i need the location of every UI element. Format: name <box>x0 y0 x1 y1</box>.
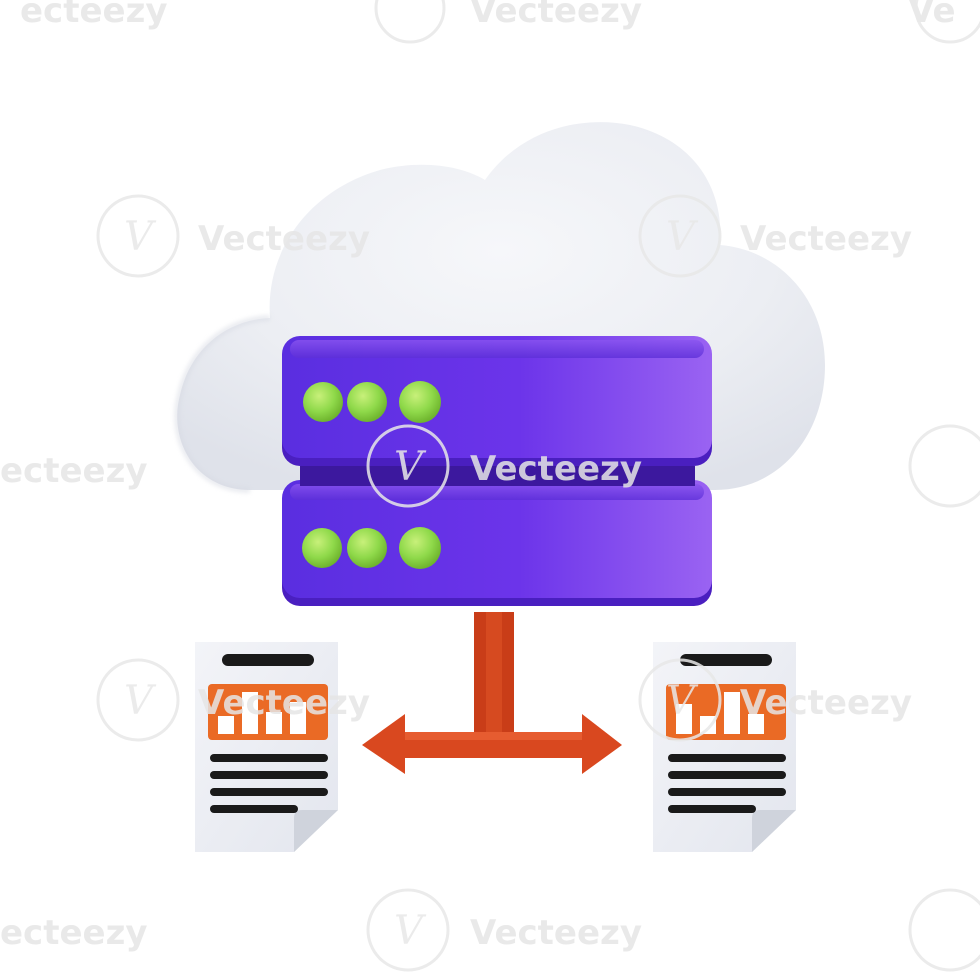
watermark-logo-icon <box>914 0 980 44</box>
watermark-glyph: V <box>394 444 427 490</box>
watermark-glyph: V <box>394 908 427 954</box>
status-light <box>399 381 441 423</box>
server-unit-top <box>282 336 712 466</box>
watermark-logo-icon <box>366 424 450 508</box>
watermark-text: ecteezy <box>20 0 168 31</box>
watermark-text: Vecteezy <box>198 219 370 259</box>
watermark-text: Vecteezy <box>740 683 912 723</box>
status-light <box>399 527 441 569</box>
watermark-text: ecteezy <box>0 913 148 953</box>
watermark-glyph: V <box>666 678 699 724</box>
watermark-glyph: V <box>124 214 157 260</box>
watermark-text: Ve <box>908 0 956 31</box>
watermark-logo-icon <box>638 658 722 742</box>
watermark-logo-icon <box>366 888 450 972</box>
watermark-logo-icon <box>908 424 980 508</box>
watermark-logo-icon <box>638 194 722 278</box>
watermark-text: ecteezy <box>0 451 148 491</box>
server-icon <box>282 336 712 606</box>
document-icon-right <box>653 642 796 852</box>
status-light <box>347 382 387 422</box>
watermark-logo-icon <box>96 194 180 278</box>
watermark-text: Vecteezy <box>740 219 912 259</box>
watermark-text: Vecteezy <box>470 449 642 489</box>
watermark-logo-icon <box>908 888 980 972</box>
server-unit-bottom <box>282 480 712 606</box>
watermark-logo-icon <box>374 0 446 44</box>
double-arrow-icon <box>362 612 622 774</box>
watermark-glyph: V <box>666 214 699 260</box>
bar-chart-icon <box>208 684 328 740</box>
watermark-text: Vecteezy <box>470 0 642 31</box>
watermark-glyph: V <box>124 678 157 724</box>
document-icon-left <box>195 642 338 852</box>
status-light <box>302 528 342 568</box>
status-light <box>303 382 343 422</box>
watermark-text: Vecteezy <box>470 913 642 953</box>
watermark-logo-icon <box>96 658 180 742</box>
status-light <box>347 528 387 568</box>
watermark-text: Vecteezy <box>198 683 370 723</box>
bar-chart-icon <box>666 684 786 740</box>
